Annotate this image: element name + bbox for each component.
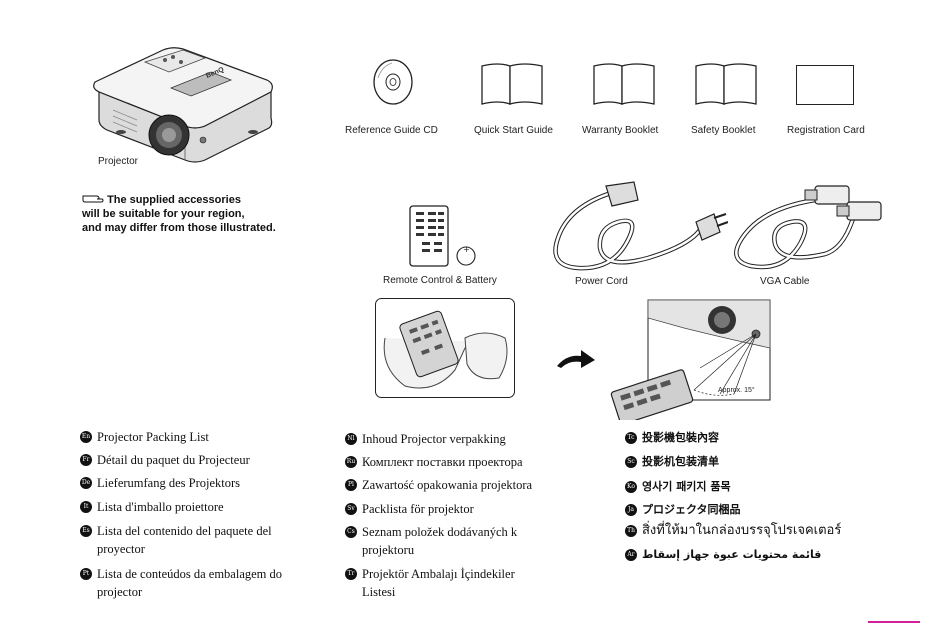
projector-label: Projector [98,156,139,167]
lang-text: Inhoud Projector verpakking [362,432,506,446]
lang-item-ru: Ru Комплект поставки проектора [345,453,575,471]
lang-text: 投影机包装清单 [642,455,719,468]
lang-text: 영사기 패키지 품목 [642,480,731,493]
lang-item-sc: Sc 投影机包装清单 [625,453,865,471]
cd-illustration [373,59,413,105]
lang-item-it: It Lista d'imballo proiettore [80,498,310,516]
lang-text: プロジェクタ同梱品 [642,503,741,516]
remote-control-illustration: + [409,205,476,267]
lang-item-pl: Pl Zawartość opakowania projektora [345,476,575,494]
lang-text: Комплект поставки проектора [362,455,523,469]
lang-badge: Ar [625,549,637,561]
lang-badge: Sc [625,456,637,468]
lang-item-de: De Lieferumfang des Projektors [80,474,310,492]
lang-item-ar: Ar قائمة محتويات عبوة جهاز إسقاط [625,546,865,564]
svg-text:+: + [463,245,470,254]
lang-item-nl: Nl Inhoud Projector verpakking [345,430,575,448]
accessories-note: The supplied accessories will be suitabl… [82,193,312,235]
lang-item-es: Es Lista del contenido del paquete del p… [80,522,280,558]
vga-cable-label: VGA Cable [760,276,810,287]
lang-text: Zawartość opakowania projektora [362,478,533,492]
lang-badge: Pt [80,568,92,580]
approx-angle-label: Approx. 15° [718,387,755,394]
power-cord-label: Power Cord [575,276,628,287]
lang-item-ja: Ja プロジェクタ同梱品 [625,501,865,519]
lang-badge: It [80,501,92,513]
lang-item-tc: Tc 投影機包裝內容 [625,429,865,447]
note-line-1: The supplied accessories [107,194,241,206]
lang-badge: Ja [625,504,637,516]
cd-label: Reference Guide CD [345,125,438,136]
lang-text: Lista del contenido del paquete del proy… [97,524,272,556]
lang-badge: Es [80,525,92,537]
lang-text: Seznam položek dodávaných k projektoru [362,525,518,557]
lang-text: สิ่งที่ให้มาในกล่องบรรจุโปรเจคเตอร์ [642,523,842,538]
projector-illustration: BenQ [93,47,273,163]
registration-label: Registration Card [787,125,865,136]
remote-range-illustration [610,299,771,420]
lang-badge: Pl [345,479,357,491]
quick-start-label: Quick Start Guide [474,125,553,136]
safety-booklet-illustration [695,63,757,105]
lang-badge: Cs [345,526,357,538]
lang-item-en: En Projector Packing List [80,428,310,446]
lang-text: قائمة محتويات عبوة جهاز إسقاط [642,548,822,561]
lang-text: Détail du paquet du Projecteur [97,453,250,467]
lang-badge: Ru [345,456,357,468]
lang-badge: Fr [80,454,92,466]
lang-item-ko: Ko 영사기 패키지 품목 [625,478,865,496]
pointing-hand-icon [82,194,104,204]
warranty-booklet-illustration [593,63,655,105]
note-line-2: will be suitable for your region, [82,208,245,220]
page-accent-bar [868,621,920,623]
lang-text: 投影機包裝內容 [642,431,719,444]
lang-text: Projector Packing List [97,430,209,444]
remote-label: Remote Control & Battery [383,275,497,286]
safety-label: Safety Booklet [691,125,756,136]
lang-badge: Th [625,525,637,537]
power-cord-illustration [553,181,728,271]
lang-text: Lista de conteúdos da embalagem do proje… [97,567,283,599]
lang-text: Lista d'imballo proiettore [97,500,224,514]
lang-text: Projektör Ambalajı İçindekiler Listesi [362,567,515,599]
quick-start-booklet-illustration [481,63,543,105]
warranty-label: Warranty Booklet [582,125,659,136]
lang-badge: Tr [345,568,357,580]
lang-badge: De [80,477,92,489]
registration-card-illustration [796,65,854,105]
lang-badge: Ko [625,481,637,493]
lang-item-pt: Pt Lista de conteúdos da embalagem do pr… [80,565,290,601]
lang-badge: Nl [345,433,357,445]
lang-item-tr: Tr Projektör Ambalajı İçindekiler Listes… [345,565,545,601]
lang-badge: Sv [345,503,357,515]
vga-cable-illustration [734,185,882,270]
lang-text: Lieferumfang des Projektors [97,476,241,490]
lang-item-th: Th สิ่งที่ให้มาในกล่องบรรจุโปรเจคเตอร์ [625,522,885,540]
note-line-3: and may differ from those illustrated. [82,222,276,234]
lang-item-cs: Cs Seznam položek dodávaných k projektor… [345,523,545,559]
lang-text: Packlista för projektor [362,502,474,516]
arrow-icon [557,350,595,368]
lang-item-fr: Fr Détail du paquet du Projecteur [80,451,310,469]
battery-install-illustration [375,298,515,398]
lang-badge: Tc [625,432,637,444]
lang-item-sv: Sv Packlista för projektor [345,500,575,518]
lang-badge: En [80,431,92,443]
